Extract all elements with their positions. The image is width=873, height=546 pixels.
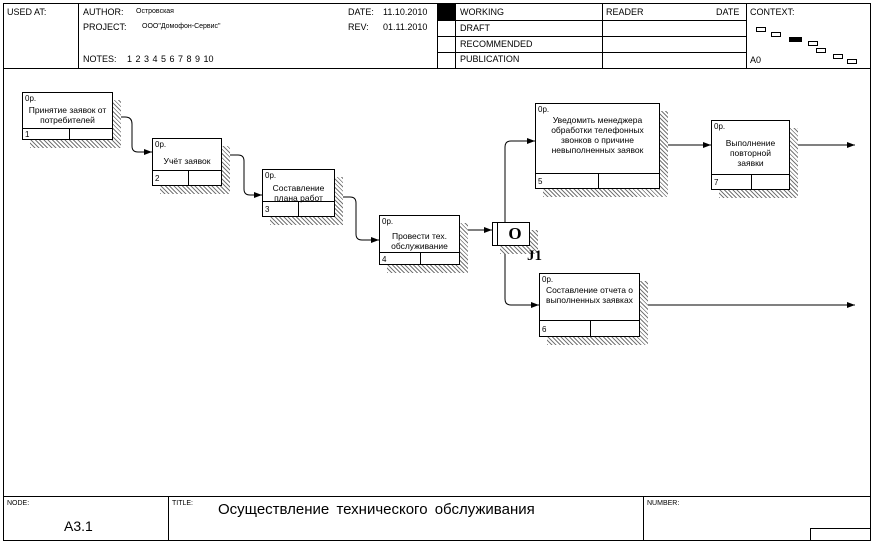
arrow-2-3 xyxy=(222,154,262,198)
status-recommended: RECOMMENDED xyxy=(460,39,533,49)
box-number: 7 xyxy=(714,178,719,187)
date-label: DATE: xyxy=(348,7,374,17)
arrow-j1-5 xyxy=(504,138,535,222)
box-text: Составление отчета о выполненных заявках xyxy=(545,285,634,305)
rev-label: REV: xyxy=(348,22,369,32)
arrow-3-4 xyxy=(335,196,379,243)
junction-type: O xyxy=(508,224,522,243)
uow-box-7[interactable]: 0р. Выполнение повторной заявки 7 xyxy=(711,120,790,190)
uow-box-6[interactable]: 0р. Составление отчета о выполненных зая… xyxy=(539,273,640,337)
title-label: TITLE: xyxy=(172,500,194,507)
reader-date-label: DATE xyxy=(716,7,740,17)
box-label: 0р. xyxy=(155,140,167,149)
box-number: 3 xyxy=(265,205,270,214)
used-at-label: USED AT: xyxy=(7,7,47,17)
box-number: 4 xyxy=(382,255,387,264)
box-number: 1 xyxy=(25,130,30,139)
junction-j1[interactable]: O xyxy=(492,222,530,246)
uow-box-2[interactable]: 0р. Учёт заявок 2 xyxy=(152,138,222,186)
arrow-j1-6 xyxy=(504,246,539,308)
status-draft: DRAFT xyxy=(460,23,490,33)
uow-box-1[interactable]: 0р. Принятие заявок от потребителей 1 xyxy=(22,92,113,140)
status-publication: PUBLICATION xyxy=(460,54,520,64)
author-label: AUTHOR: xyxy=(83,7,124,17)
box-label: 0р. xyxy=(25,94,37,103)
node-value: A3.1 xyxy=(64,518,93,534)
context-node: A0 xyxy=(750,55,762,65)
box-number: 6 xyxy=(542,325,547,334)
context-label: CONTEXT: xyxy=(750,7,795,17)
box-text: Провести тех. обслуживание xyxy=(391,231,448,251)
box-label: 0р. xyxy=(265,171,277,180)
box-text: Составление плана работ xyxy=(272,183,325,203)
box-text: Учёт заявок xyxy=(163,156,211,166)
box-label: 0р. xyxy=(714,122,726,131)
diagram-title: Осуществление технического обслуживания xyxy=(218,501,535,518)
uow-box-3[interactable]: 0р. Составление плана работ 3 xyxy=(262,169,335,217)
box-text: Выполнение повторной заявки xyxy=(725,138,776,168)
box-label: 0р. xyxy=(382,217,394,226)
number-label: NUMBER: xyxy=(647,500,680,507)
node-label: NODE: xyxy=(7,500,30,507)
box-text: Уведомить менеджера обработки телефонных… xyxy=(551,115,644,155)
box-text: Принятие заявок от потребителей xyxy=(28,105,107,125)
uow-box-5[interactable]: 0р. Уведомить менеджера обработки телефо… xyxy=(535,103,660,189)
junction-name: J1 xyxy=(527,248,542,264)
author-value: Островская xyxy=(136,8,174,15)
box-number: 5 xyxy=(538,177,543,186)
working-status-marker xyxy=(438,4,455,20)
reader-label: READER xyxy=(606,7,644,17)
project-label: PROJECT: xyxy=(83,22,127,32)
box-number: 2 xyxy=(155,174,160,183)
status-working: WORKING xyxy=(460,7,504,17)
arrow-1-2 xyxy=(113,116,152,155)
notes-value: 1 2 3 4 5 6 7 8 9 10 xyxy=(127,54,214,64)
date-value: 11.10.2010 xyxy=(383,7,428,17)
notes-label: NOTES: xyxy=(83,54,117,64)
box-label: 0р. xyxy=(538,105,550,114)
uow-box-4[interactable]: 0р. Провести тех. обслуживание 4 xyxy=(379,215,460,265)
rev-value: 01.11.2010 xyxy=(383,22,428,32)
box-label: 0р. xyxy=(542,275,554,284)
project-value: ООО"Домофон-Сервис" xyxy=(142,23,221,30)
